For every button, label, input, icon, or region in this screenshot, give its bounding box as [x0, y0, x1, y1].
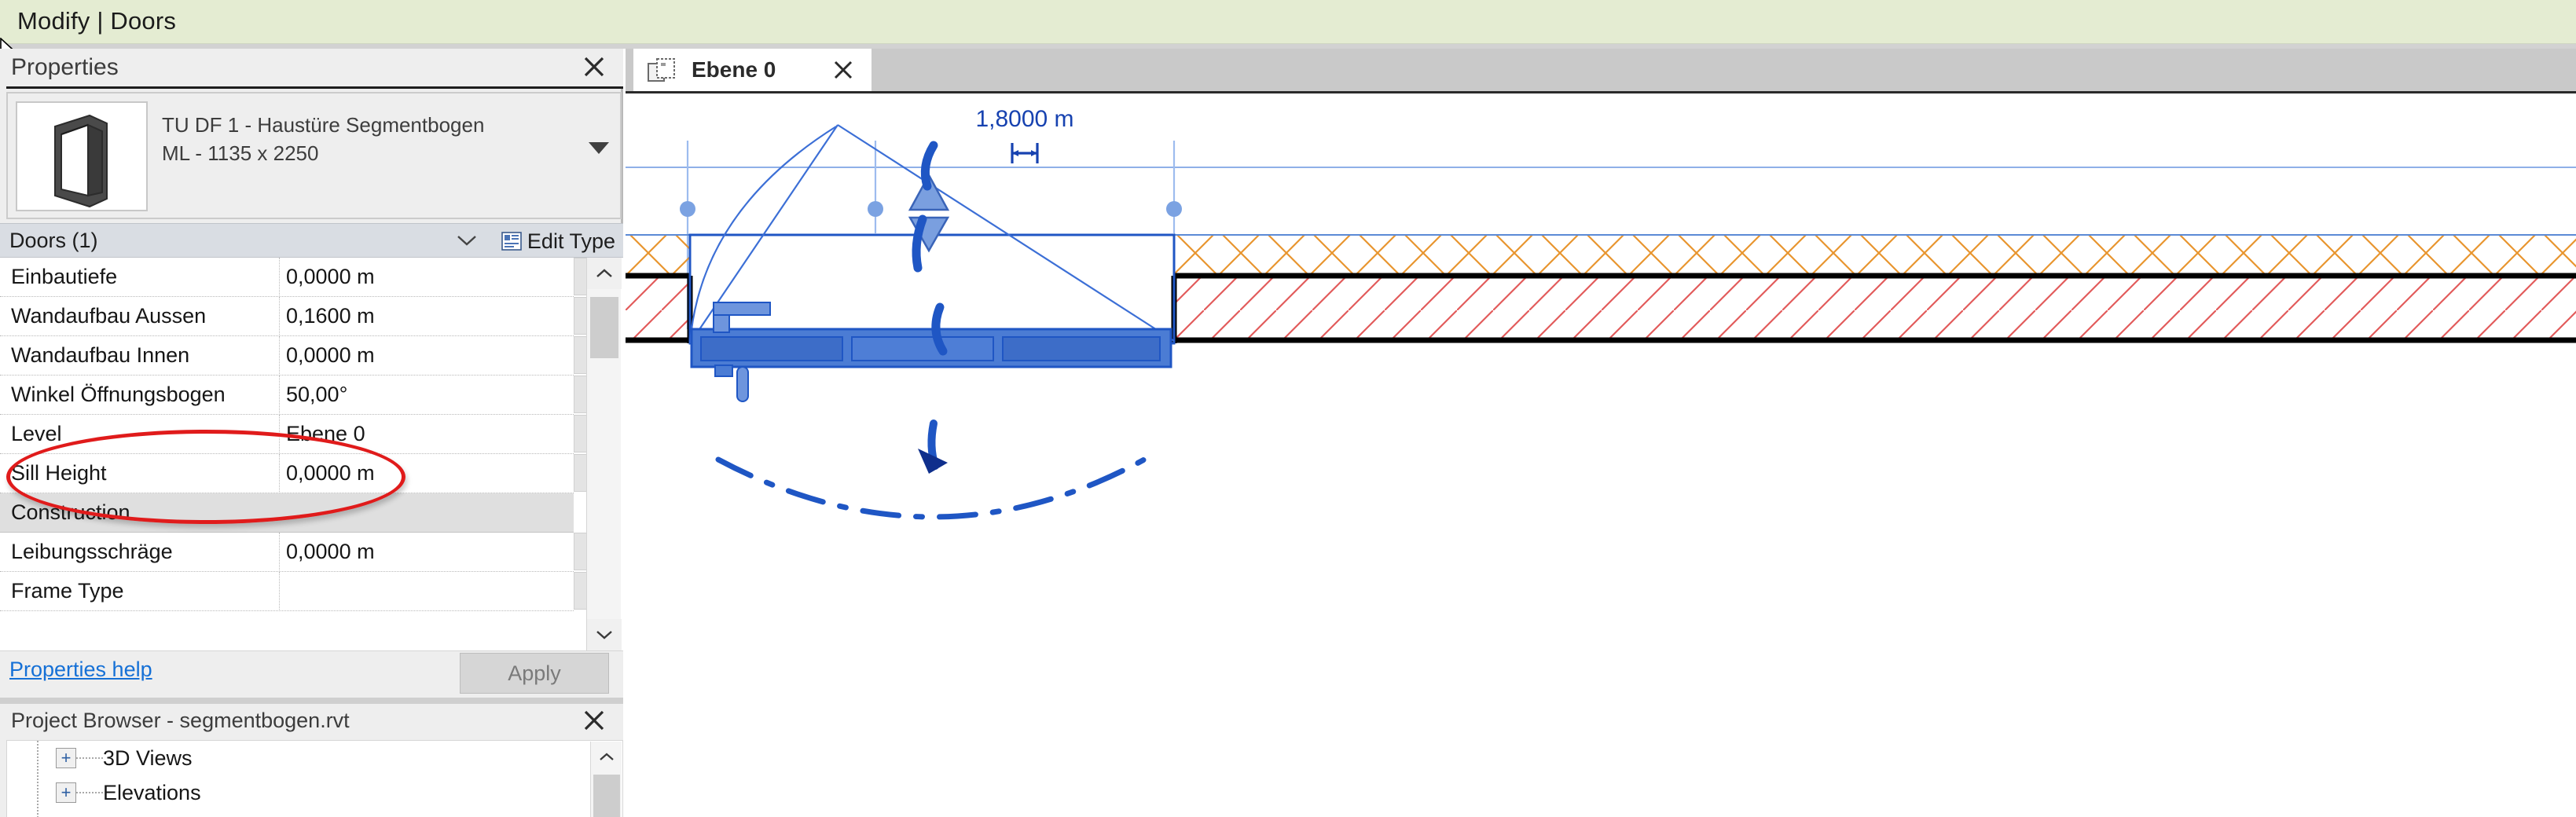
ribbon-context-label: Modify | Doors — [17, 7, 177, 35]
property-value[interactable]: 0,0000 m — [286, 461, 375, 485]
category-selector-bar: Doors (1) Edit Type — [0, 223, 623, 258]
type-selector-line1: TU DF 1 - Haustüre Segmentbogen — [162, 113, 485, 137]
scroll-up-icon[interactable] — [591, 742, 622, 771]
property-row[interactable]: Einbautiefe 0,0000 m — [0, 258, 574, 297]
scroll-down-icon[interactable] — [587, 619, 622, 650]
property-column-separator — [279, 454, 280, 493]
edit-type-icon — [501, 231, 522, 251]
expand-icon[interactable]: + — [56, 748, 76, 768]
floor-plan-icon — [648, 57, 677, 82]
type-selector-text: TU DF 1 - Haustüre Segmentbogen ML - 113… — [162, 111, 573, 167]
property-name: Wandaufbau Aussen — [11, 304, 207, 328]
property-value[interactable]: 0,1600 m — [286, 304, 375, 328]
door-swing-arc — [688, 126, 837, 344]
project-browser-scroll-thumb[interactable] — [593, 775, 620, 817]
type-selector[interactable]: TU DF 1 - Haustüre Segmentbogen ML - 113… — [6, 92, 622, 219]
tree-guide-line — [37, 741, 39, 817]
property-column-separator — [279, 336, 280, 376]
property-name: Wandaufbau Innen — [11, 343, 190, 367]
floor-plan-drawing: 1,8000 m — [626, 106, 2576, 520]
type-selector-line2: ML - 1135 x 2250 — [162, 141, 319, 165]
edit-type-button[interactable]: Edit Type — [498, 226, 620, 256]
property-row[interactable]: Winkel Öffnungsbogen 50,00° — [0, 376, 574, 415]
property-column-separator — [279, 572, 280, 611]
ribbon-context-tab[interactable]: Modify | Doors — [0, 0, 2576, 44]
property-value[interactable]: 0,0000 m — [286, 265, 375, 288]
property-name: Level — [11, 422, 62, 445]
dimension-tick-symbol — [1011, 143, 1039, 163]
apply-button[interactable]: Apply — [460, 653, 609, 694]
properties-scroll-thumb[interactable] — [590, 297, 618, 358]
left-docked-panels: Properties TU D — [0, 49, 623, 817]
property-row[interactable]: Wandaufbau Innen 0,0000 m — [0, 336, 574, 376]
properties-grid[interactable]: Einbautiefe 0,0000 m Wandaufbau Aussen 0,16… — [0, 258, 623, 650]
property-name: Sill Height — [11, 461, 107, 485]
tree-item-label: Elevations — [103, 780, 201, 804]
tab-label: Ebene 0 — [692, 57, 776, 82]
close-icon[interactable] — [832, 59, 854, 81]
tree-item-label: 3D Views — [103, 746, 193, 770]
properties-footer: Properties help Apply — [0, 650, 623, 698]
project-browser-tree[interactable]: +3D Views+Elevations+Legends+Schedules/Q… — [6, 740, 623, 817]
page-title: Properties — [11, 54, 119, 80]
property-row[interactable]: Level Ebene 0 — [0, 415, 574, 454]
property-value[interactable]: Ebene 0 — [286, 422, 365, 445]
properties-divider — [6, 86, 623, 89]
property-row[interactable]: Wandaufbau Aussen 0,1600 m — [0, 297, 574, 336]
dimension-label: 1,8000 m — [975, 106, 1073, 132]
close-icon[interactable] — [582, 55, 606, 79]
property-row[interactable]: Frame Type — [0, 572, 574, 611]
dimension-endpoint-dots — [680, 201, 1182, 217]
flip-instance-hand-arrow — [912, 141, 948, 356]
property-name: Frame Type — [11, 579, 124, 603]
flip-orientation-arrow[interactable] — [918, 419, 948, 474]
property-group-header[interactable]: Construction — [0, 493, 574, 533]
property-name: Winkel Öffnungsbogen — [11, 383, 226, 406]
door-handle — [713, 302, 771, 402]
edit-type-label: Edit Type — [527, 229, 615, 253]
tree-connector — [76, 792, 103, 793]
property-name: Einbautiefe — [11, 265, 118, 288]
ribbon-separator — [0, 44, 2576, 49]
close-icon[interactable] — [582, 709, 606, 732]
project-browser-scrollbar[interactable] — [590, 742, 622, 817]
category-label: Doors (1) — [9, 229, 98, 252]
project-browser-title: Project Browser - segmentbogen.rvt — [11, 709, 350, 732]
project-browser-title-bar: Project Browser - segmentbogen.rvt — [0, 704, 623, 740]
property-column-separator — [279, 415, 280, 454]
drawing-canvas[interactable]: 1,8000 m — [626, 93, 2576, 817]
property-name: Construction — [11, 500, 130, 524]
tab-ebene-0[interactable]: Ebene 0 — [633, 49, 872, 91]
property-column-separator — [279, 376, 280, 415]
property-value[interactable]: 50,00° — [286, 383, 348, 406]
properties-scrollbar[interactable] — [586, 258, 622, 650]
property-column-separator — [279, 297, 280, 336]
property-value[interactable]: 0,0000 m — [286, 343, 375, 367]
chevron-down-icon[interactable] — [589, 142, 609, 154]
expand-icon[interactable]: + — [56, 782, 76, 803]
property-column-separator — [279, 258, 280, 297]
wall-face-lines — [626, 273, 2576, 343]
property-column-separator — [279, 533, 280, 572]
panel-splitter[interactable] — [0, 698, 623, 704]
door-leaf-panel — [690, 328, 1172, 368]
property-row[interactable]: Sill Height 0,0000 m — [0, 454, 574, 493]
scroll-up-icon[interactable] — [587, 258, 622, 289]
property-name: Leibungsschräge — [11, 540, 173, 563]
property-value[interactable]: 0,0000 m — [286, 540, 375, 563]
properties-title-bar: Properties — [0, 49, 623, 86]
properties-help-link[interactable]: Properties help — [9, 658, 152, 681]
tree-connector — [76, 757, 103, 759]
chevron-down-icon[interactable] — [457, 234, 477, 247]
tab-strip-underline — [626, 91, 2576, 93]
tree-item[interactable]: +Legends — [7, 810, 622, 817]
tree-item-label: Legends — [94, 815, 175, 817]
tree-item[interactable]: + Elevations — [7, 775, 622, 810]
tree-item[interactable]: +3D Views — [7, 741, 622, 775]
view-tab-strip: Ebene 0 — [626, 49, 2576, 91]
door-preview-icon — [16, 101, 148, 211]
flip-instance-facing-up-arrow[interactable] — [908, 173, 950, 211]
property-row[interactable]: Leibungsschräge 0,0000 m — [0, 533, 574, 572]
